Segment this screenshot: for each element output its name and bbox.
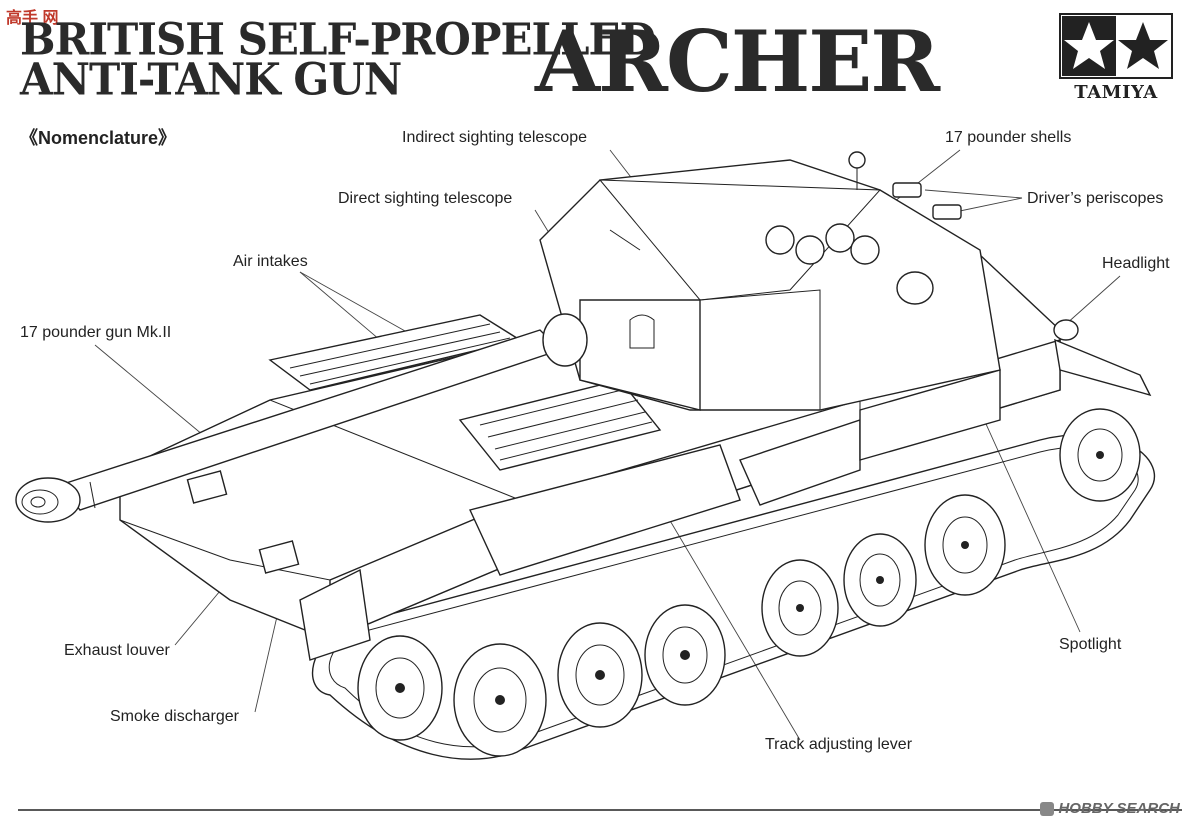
label-track-adjusting-lever: Track adjusting lever [765,736,913,753]
compartment-details [765,151,962,305]
front-lights [1053,319,1152,397]
gun-barrel [15,313,588,523]
bottom-watermark: HOBBY SEARCH [1040,800,1180,818]
label-smoke-discharger: Smoke discharger [110,708,239,725]
title-line-2: ANTI-TANK GUN [20,53,402,106]
road-wheels [357,408,1141,757]
hobby-search-logo-icon [1040,801,1054,816]
section-heading: 《Nomenclature》 [20,128,177,148]
top-watermark: 高手 网 [6,4,58,28]
label-17-pounder-shells: 17 pounder shells [945,129,1072,146]
rear-fittings [186,470,371,661]
label-direct-sighting-telescope: Direct sighting telescope [338,190,513,207]
label-headlight: Headlight [1102,255,1170,272]
superstructure [539,159,1001,411]
label-spotlight: Spotlight [1059,636,1122,653]
watermark-bottom-text: HOBBY SEARCH [1058,800,1180,817]
brand-name: TAMIYA [1074,82,1158,103]
label-indirect-sighting-telescope: Indirect sighting telescope [402,129,587,146]
tamiya-star-logo-icon: TAMIYA [1059,13,1173,103]
label-drivers-periscopes: Driver’s periscopes [1027,190,1164,207]
title-archer: ARCHER [535,12,940,111]
label-17-pounder-gun: 17 pounder gun Mk.II [20,324,172,341]
tamiya-logo: TAMIYA [1052,12,1180,104]
title-line-1: BRITISH SELF-PROPELLED [20,13,656,66]
label-exhaust-louver: Exhaust louver [64,642,170,659]
watermark-top-text: 高手 网 [6,10,59,27]
label-air-intakes: Air intakes [233,253,308,270]
